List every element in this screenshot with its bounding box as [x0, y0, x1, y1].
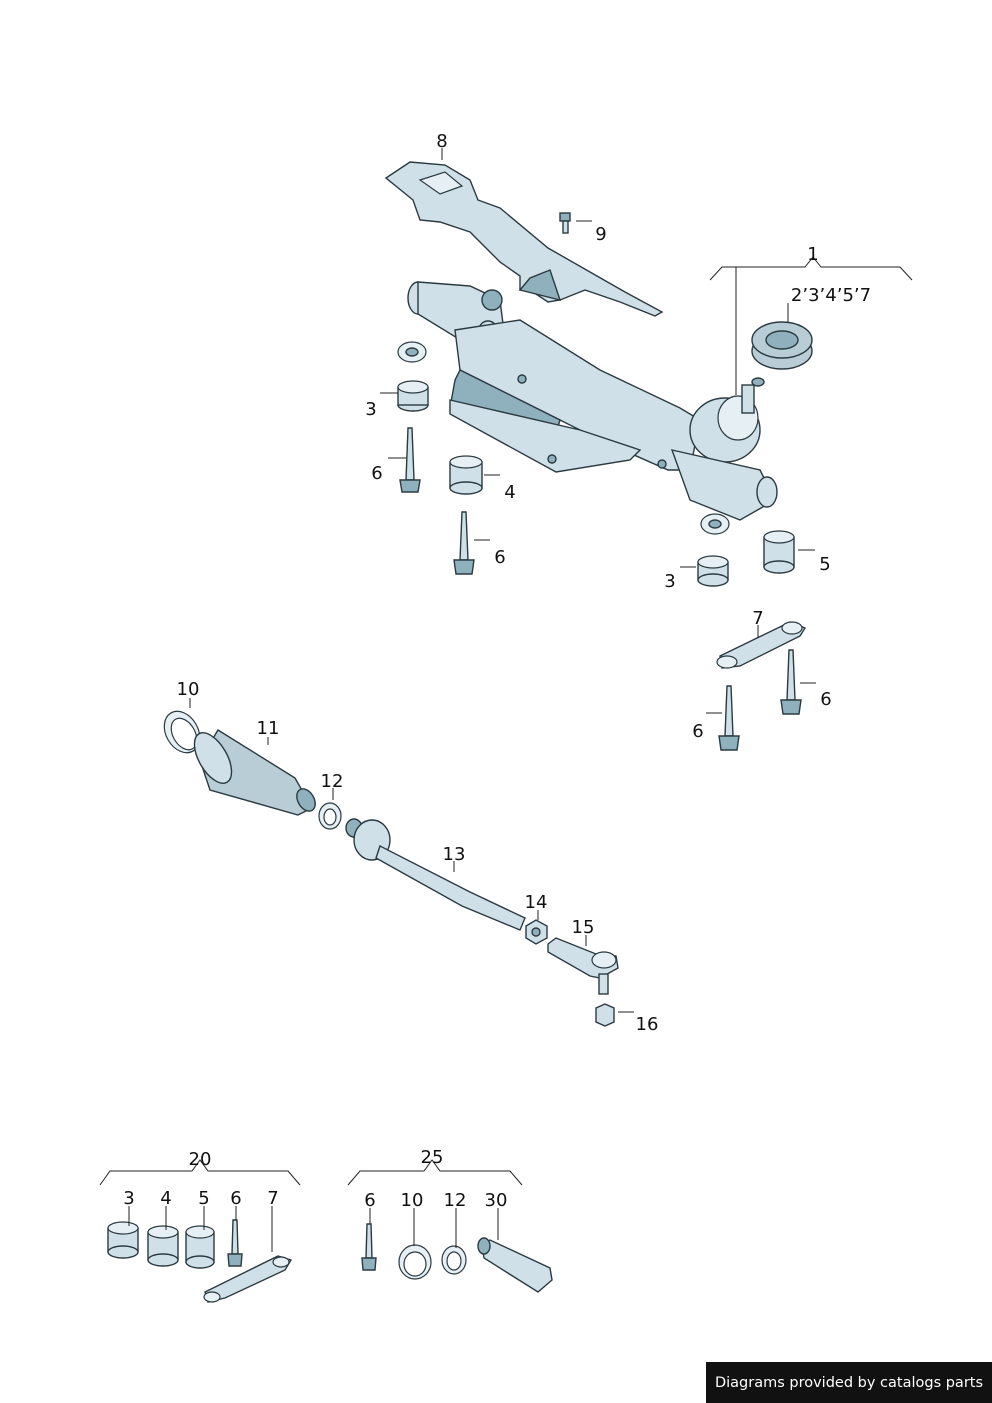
callout-16: 16: [636, 1014, 659, 1035]
bushing-5: [763, 530, 795, 574]
callout-6b: 6: [494, 547, 505, 568]
callout-4: 4: [504, 482, 515, 503]
callout-11: 11: [257, 718, 280, 739]
kit-20-item-5: 5: [198, 1188, 209, 1209]
steering-rack: [397, 281, 778, 535]
attribution-footer: Diagrams provided by catalogs parts: [706, 1362, 992, 1403]
kit-25-item-30: 30: [485, 1190, 508, 1211]
bolt-9: [559, 212, 571, 234]
callout-6a: 6: [371, 463, 382, 484]
clamp-10: [163, 710, 201, 754]
callout-3a: 3: [365, 399, 376, 420]
callout-2345-7: 2’3’4’5’7: [791, 285, 871, 306]
bolt-6a: [399, 427, 421, 493]
callout-3b: 3: [664, 571, 675, 592]
callout-6d: 6: [692, 721, 703, 742]
heat-shield: [384, 161, 664, 317]
tie-rod-13: [345, 818, 526, 931]
plate-7: [716, 621, 807, 669]
bolt-6d: [718, 685, 740, 751]
callout-5: 5: [819, 554, 830, 575]
callout-15: 15: [572, 917, 595, 938]
mounting-ring: [751, 321, 813, 370]
bolt-6b: [453, 511, 475, 575]
clip-12: [318, 802, 342, 830]
kit-25-label: 25: [421, 1147, 444, 1168]
bushing-4: [449, 455, 483, 495]
callout-6c: 6: [820, 689, 831, 710]
kit-20-parts: [107, 1219, 293, 1303]
callout-9: 9: [595, 224, 606, 245]
kit-25-item-10: 10: [401, 1190, 424, 1211]
callout-14: 14: [525, 892, 548, 913]
boot-11: [193, 729, 316, 816]
callout-7: 7: [752, 608, 763, 629]
callout-12: 12: [321, 771, 344, 792]
tie-rod-end-15: [547, 937, 619, 995]
kit-20-item-4: 4: [160, 1188, 171, 1209]
nut-16: [595, 1003, 615, 1027]
kit-20-item-3: 3: [123, 1188, 134, 1209]
bolt-6c: [780, 649, 802, 715]
kit-20-label: 20: [189, 1149, 212, 1170]
kit-25-parts: [361, 1223, 553, 1293]
callout-1: 1: [807, 244, 818, 265]
bushing-3b: [697, 555, 729, 587]
kit-25-item-12: 12: [444, 1190, 467, 1211]
callout-8: 8: [436, 131, 447, 152]
bracket-1: [709, 256, 913, 281]
bushing-3a: [397, 380, 429, 412]
kit-25-item-6: 6: [364, 1190, 375, 1211]
kit-20-item-6: 6: [230, 1188, 241, 1209]
callout-13: 13: [443, 844, 466, 865]
bracket-20: [99, 1159, 301, 1186]
kit-20-item-7: 7: [267, 1188, 278, 1209]
leader-lines: [128, 148, 816, 1252]
callout-10: 10: [177, 679, 200, 700]
bracket-25: [347, 1159, 523, 1186]
nut-14: [525, 919, 548, 945]
